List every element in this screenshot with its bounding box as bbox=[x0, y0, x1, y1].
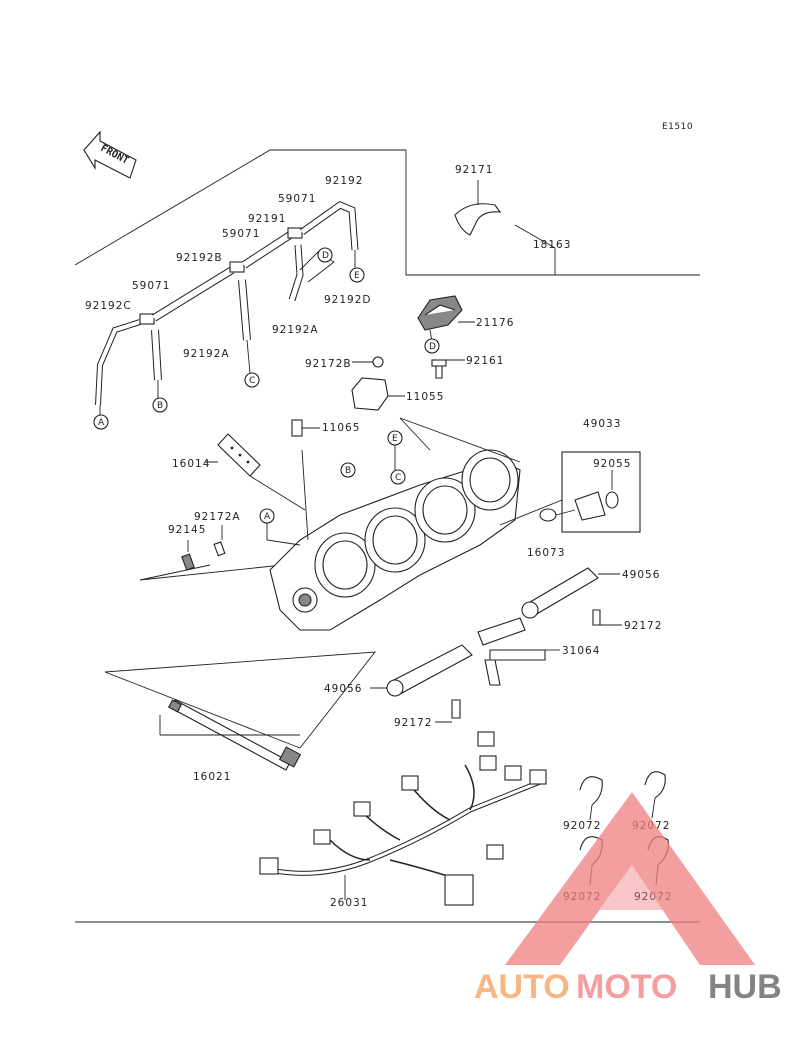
label-31064: 31064 bbox=[562, 645, 600, 657]
callout-a-throttle: A bbox=[259, 508, 301, 546]
label-59071-b: 59071 bbox=[222, 228, 260, 240]
svg-text:D: D bbox=[322, 251, 329, 261]
label-92072-a: 92072 bbox=[563, 820, 601, 832]
watermark-hub: HUB bbox=[708, 968, 782, 1006]
front-arrow-icon: FRONT bbox=[83, 130, 137, 179]
bolt-92145 bbox=[181, 540, 195, 571]
label-21176: 21176 bbox=[476, 317, 514, 329]
label-11055: 11055 bbox=[406, 391, 444, 403]
label-49033: 49033 bbox=[583, 418, 621, 430]
label-49056-b: 49056 bbox=[324, 683, 362, 695]
wiring-harness-26031 bbox=[259, 731, 547, 906]
sensor-21176 bbox=[417, 295, 475, 343]
plate-16014 bbox=[205, 433, 306, 511]
callout-e-throttle: E bbox=[387, 430, 403, 446]
label-92192c: 92192C bbox=[85, 300, 132, 312]
label-11065: 11065 bbox=[322, 422, 360, 434]
bolt-92172b bbox=[352, 356, 384, 368]
label-92172b: 92172B bbox=[305, 358, 352, 370]
label-92191: 92191 bbox=[248, 213, 286, 225]
label-59071-a: 59071 bbox=[278, 193, 316, 205]
svg-text:C: C bbox=[395, 473, 401, 483]
callout-b-top: B bbox=[152, 397, 168, 413]
bracket-11055 bbox=[351, 377, 405, 411]
bolt-92172a bbox=[213, 525, 226, 557]
svg-text:E: E bbox=[354, 271, 360, 281]
label-92172-b: 92172 bbox=[394, 717, 432, 729]
fuel-pipe-31064 bbox=[477, 617, 560, 686]
label-26031: 26031 bbox=[330, 897, 368, 909]
svg-text:B: B bbox=[345, 466, 351, 476]
label-16073: 16073 bbox=[527, 547, 565, 559]
svg-text:B: B bbox=[157, 401, 163, 411]
svg-text:E: E bbox=[392, 434, 398, 444]
callout-c-throttle: C bbox=[390, 469, 406, 485]
watermark-auto: AUTO bbox=[474, 968, 570, 1006]
svg-text:A: A bbox=[98, 418, 105, 428]
label-59071-c: 59071 bbox=[132, 280, 170, 292]
label-92172a: 92172A bbox=[194, 511, 241, 523]
label-92172-a: 92172 bbox=[624, 620, 662, 632]
throttle-body bbox=[269, 417, 521, 631]
label-92161: 92161 bbox=[466, 355, 504, 367]
diagram-code: E1510 bbox=[662, 122, 693, 132]
callout-d-top: D bbox=[317, 247, 333, 263]
clip-92072-b bbox=[644, 771, 666, 819]
callout-d-mid: D bbox=[424, 338, 440, 354]
sensor-group-49033 bbox=[499, 451, 641, 533]
label-92145: 92145 bbox=[168, 524, 206, 536]
callout-c-top: C bbox=[244, 372, 260, 388]
label-92055: 92055 bbox=[593, 458, 631, 470]
clamp-92171 bbox=[454, 180, 556, 275]
label-92192a-2: 92192A bbox=[272, 324, 319, 336]
svg-text:D: D bbox=[429, 342, 436, 352]
label-92192a-1: 92192A bbox=[183, 348, 230, 360]
callout-a-top: A bbox=[93, 414, 109, 430]
watermark-moto: MOTO bbox=[576, 968, 677, 1006]
label-92192d: 92192D bbox=[324, 294, 372, 306]
cap-11065 bbox=[291, 419, 320, 437]
fuel-rail-49056-upper bbox=[521, 567, 622, 626]
label-18163: 18163 bbox=[533, 239, 571, 251]
fuel-rail-49056-lower bbox=[370, 644, 473, 723]
label-49056-a: 49056 bbox=[622, 569, 660, 581]
label-92171: 92171 bbox=[455, 164, 493, 176]
shaft-16021 bbox=[159, 699, 302, 771]
callout-e-top: E bbox=[349, 267, 365, 283]
screw-92161 bbox=[431, 359, 465, 379]
callout-b-throttle: B bbox=[340, 462, 356, 478]
label-16021: 16021 bbox=[193, 771, 231, 783]
watermark-logo: AUTO MOTO HUB bbox=[474, 792, 782, 1006]
label-92192b: 92192B bbox=[176, 252, 223, 264]
svg-text:A: A bbox=[264, 512, 271, 522]
svg-text:C: C bbox=[249, 376, 255, 386]
vacuum-hose-assembly bbox=[95, 201, 359, 415]
label-16014: 16014 bbox=[172, 458, 210, 470]
clip-92072-a bbox=[579, 776, 603, 821]
label-92192: 92192 bbox=[325, 175, 363, 187]
